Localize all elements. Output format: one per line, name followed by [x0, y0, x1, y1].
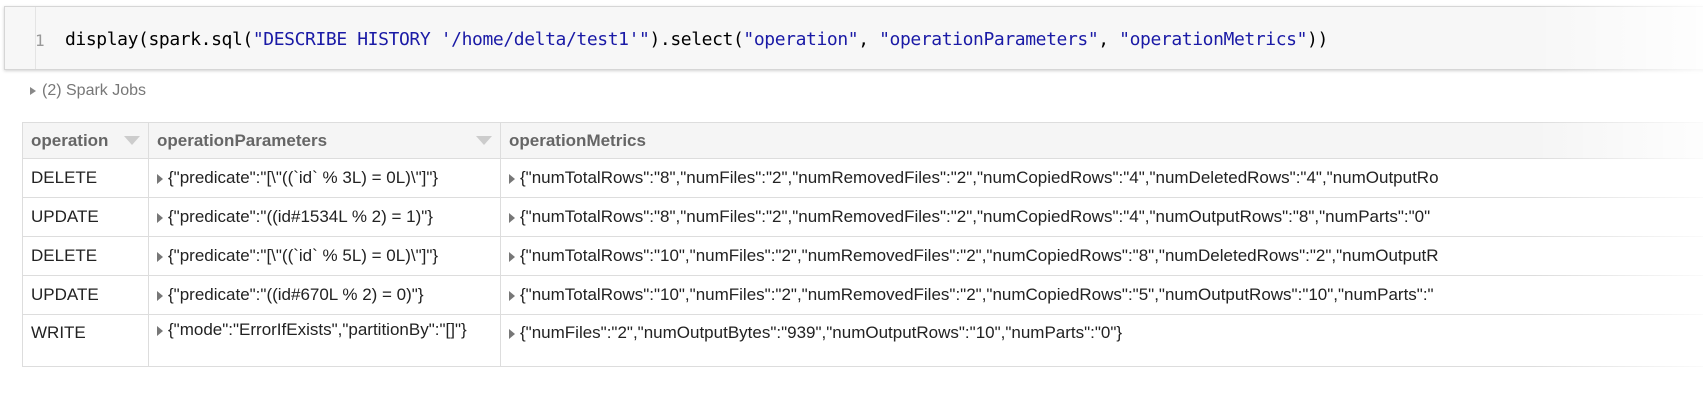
expand-json-icon[interactable]	[509, 212, 515, 223]
column-header-operationMetrics[interactable]: operationMetrics	[500, 122, 1703, 159]
operation-value: DELETE	[31, 168, 98, 187]
cell-operation-metrics[interactable]: {"numTotalRows":"8","numFiles":"2","numR…	[500, 197, 1703, 237]
header-label: operationParameters	[157, 130, 328, 150]
metrics-value: {"numTotalRows":"10","numFiles":"2","num…	[520, 246, 1439, 265]
params-value: {"predicate":"((id#1534L % 2) = 1)"}	[168, 207, 433, 226]
expand-json-icon[interactable]	[157, 212, 163, 223]
expand-json-icon[interactable]	[157, 290, 163, 301]
params-value: {"predicate":"[\"((`id` % 3L) = 0L)\"]"}	[168, 168, 439, 187]
code-cell[interactable]: 1 display(spark.sql("DESCRIBE HISTORY '/…	[4, 6, 1703, 70]
header-label: operationMetrics	[509, 130, 646, 150]
code-text: ).select(	[649, 29, 744, 50]
code-text: display(spark.sql(	[65, 29, 253, 50]
code-string: "operation"	[743, 29, 859, 50]
expand-json-icon[interactable]	[157, 251, 163, 262]
operation-value: UPDATE	[31, 285, 99, 304]
table-row: UPDATE {"predicate":"((id#1534L % 2) = 1)…	[22, 197, 1703, 237]
spark-jobs-label: (2) Spark Jobs	[42, 82, 147, 99]
params-value: {"mode":"ErrorIfExists","partitionBy":"[…	[168, 320, 467, 339]
expand-json-icon[interactable]	[509, 173, 515, 184]
code-text: ,	[1098, 29, 1120, 50]
params-value: {"predicate":"((id#670L % 2) = 0)"}	[168, 285, 424, 304]
expand-json-icon[interactable]	[157, 325, 163, 336]
expand-json-icon[interactable]	[509, 328, 515, 339]
expand-json-icon[interactable]	[157, 173, 163, 184]
metrics-value: {"numTotalRows":"8","numFiles":"2","numR…	[520, 168, 1439, 187]
code-text: ))	[1307, 29, 1328, 50]
table-row: WRITE {"mode":"ErrorIfExists","partitionB…	[22, 314, 1703, 367]
params-value: {"predicate":"[\"((`id` % 5L) = 0L)\"]"}	[168, 246, 439, 265]
spark-jobs-toggle[interactable]: (2) Spark Jobs	[30, 82, 146, 100]
cell-operation-parameters[interactable]: {"predicate":"((id#1534L % 2) = 1)"}	[148, 197, 501, 237]
cell-operation-metrics[interactable]: {"numTotalRows":"10","numFiles":"2","num…	[500, 275, 1703, 315]
operation-value: DELETE	[31, 246, 98, 265]
metrics-value: {"numTotalRows":"8","numFiles":"2","numR…	[520, 207, 1431, 226]
cell-operation: DELETE	[22, 158, 149, 198]
code-editor[interactable]: display(spark.sql("DESCRIBE HISTORY '/ho…	[65, 29, 1328, 50]
cell-operation-parameters[interactable]: {"predicate":"[\"((`id` % 3L) = 0L)\"]"}	[148, 158, 501, 198]
metrics-value: {"numFiles":"2","numOutputBytes":"939","…	[520, 323, 1123, 342]
code-string: "operationParameters"	[879, 29, 1099, 50]
column-header-operationParameters[interactable]: operationParameters	[148, 122, 501, 159]
column-header-operation[interactable]: operation	[22, 122, 149, 159]
expand-json-icon[interactable]	[509, 290, 515, 301]
cell-operation: UPDATE	[22, 275, 149, 315]
expand-triangle-icon	[30, 86, 36, 95]
table-row: DELETE {"predicate":"[\"((`id` % 5L) = 0L…	[22, 236, 1703, 276]
cell-operation: UPDATE	[22, 197, 149, 237]
operation-value: UPDATE	[31, 207, 99, 226]
code-text: ,	[858, 29, 880, 50]
table-row: UPDATE {"predicate":"((id#670L % 2) = 0)"…	[22, 275, 1703, 315]
results-table: operation operationParameters operationM…	[22, 122, 1703, 367]
sort-down-icon[interactable]	[476, 135, 492, 145]
cell-operation-metrics[interactable]: {"numTotalRows":"10","numFiles":"2","num…	[500, 236, 1703, 276]
cell-operation-parameters[interactable]: {"predicate":"((id#670L % 2) = 0)"}	[148, 275, 501, 315]
header-label: operation	[31, 130, 109, 150]
metrics-value: {"numTotalRows":"10","numFiles":"2","num…	[520, 285, 1434, 304]
code-string: "DESCRIBE HISTORY '/home/delta/test1'"	[252, 29, 650, 50]
cell-operation: DELETE	[22, 236, 149, 276]
cell-operation-metrics[interactable]: {"numTotalRows":"8","numFiles":"2","numR…	[500, 158, 1703, 198]
sort-down-icon[interactable]	[124, 135, 140, 145]
line-number: 1	[35, 31, 45, 50]
cell-operation-metrics[interactable]: {"numFiles":"2","numOutputBytes":"939","…	[500, 314, 1703, 367]
line-gutter	[5, 7, 36, 69]
operation-value: WRITE	[31, 323, 86, 342]
cell-operation-parameters[interactable]: {"predicate":"[\"((`id` % 5L) = 0L)\"]"}	[148, 236, 501, 276]
cell-operation: WRITE	[22, 314, 149, 367]
table-header-row: operation operationParameters operationM…	[22, 122, 1703, 159]
expand-json-icon[interactable]	[509, 251, 515, 262]
cell-operation-parameters[interactable]: {"mode":"ErrorIfExists","partitionBy":"[…	[148, 314, 501, 367]
table-row: DELETE {"predicate":"[\"((`id` % 3L) = 0L…	[22, 158, 1703, 198]
code-string: "operationMetrics"	[1119, 29, 1308, 50]
